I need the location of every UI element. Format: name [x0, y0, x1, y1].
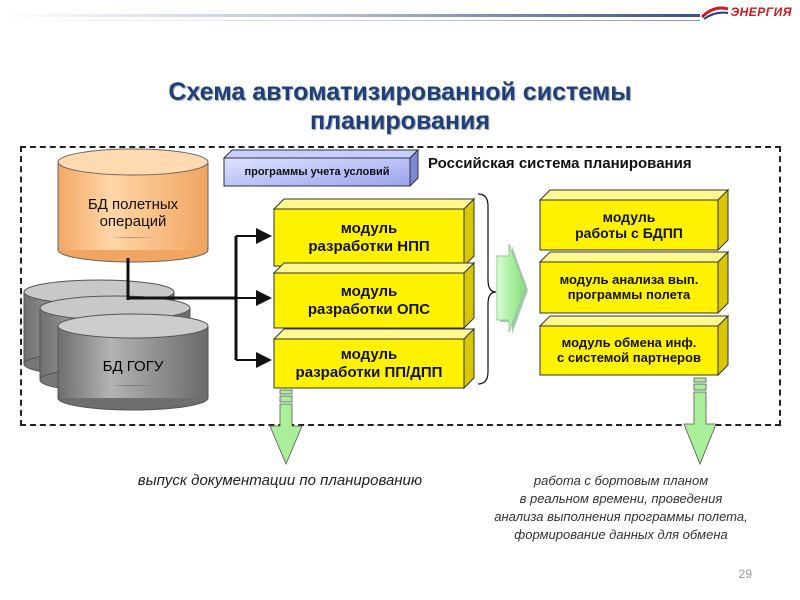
module-ops-line-2: разработки ОПС — [307, 300, 431, 318]
caption-right-line-4: формирование данных для обмена — [514, 527, 728, 542]
logo-text: ЭНЕРГИЯ — [730, 5, 792, 19]
green-arrow-right — [496, 243, 528, 334]
module-box-bdpp — [538, 188, 730, 252]
russian-system-title: Российская система планирования — [428, 155, 692, 173]
module-box-analysis — [538, 250, 730, 315]
module-npp-line-1: модуль — [340, 220, 398, 238]
page-title: Схема автоматизированной системы планиро… — [60, 78, 740, 136]
down-arrow-left — [269, 389, 303, 466]
module-analysis-line-1: модуль анализа вып. — [559, 271, 699, 287]
caption-right-line-2: в реальном времени, проведения — [519, 491, 723, 506]
db-gogu-cylinders — [23, 279, 209, 411]
module-box-ops — [272, 261, 476, 330]
caption-right-line-3: анализа выполнения программы полета, — [494, 509, 748, 524]
module-box-exchange — [538, 314, 730, 377]
module-npp-label: модуль разработки НПП — [274, 209, 464, 266]
module-bdpp-label: модуль работы с БДПП — [540, 200, 718, 250]
module-bdpp-line-1: модуль — [602, 208, 656, 225]
db-flight-ops-line-2: операций — [99, 213, 167, 230]
module-box-pp-dpp — [272, 327, 476, 390]
caption-right: работа с бортовым планом в реальном врем… — [456, 472, 786, 544]
module-analysis-line-2: программы полета — [567, 286, 691, 302]
caption-left: выпуск документации по планированию — [137, 472, 423, 489]
page-number: 29 — [738, 567, 752, 581]
programs-box — [222, 148, 420, 188]
programs-label: программы учета условий — [244, 165, 390, 178]
connector-arrows — [236, 228, 272, 368]
logo-swoosh-icon — [701, 6, 729, 20]
module-pp-dpp-line-1: модуль — [340, 346, 398, 364]
module-exchange-line-2: с системой партнеров — [557, 349, 701, 365]
module-analysis-label: модуль анализа вып. программы полета — [540, 262, 718, 313]
system-frame — [20, 146, 781, 426]
title-line-1: Схема автоматизированной системы — [168, 78, 632, 106]
db-flight-ops-cylinder — [57, 148, 209, 263]
module-bdpp-line-2: работы с БДПП — [575, 225, 683, 241]
right-modules-boxes — [538, 188, 730, 377]
module-ops-line-1: модуль — [340, 283, 398, 301]
module-exchange-label: модуль обмена инф. с системой партнеров — [536, 326, 722, 375]
left-modules-boxes — [272, 197, 476, 390]
module-exchange-line-1: модуль обмена инф. — [561, 334, 697, 350]
module-box-npp — [272, 197, 476, 268]
db-flight-ops-label: БД полетных операций — [62, 188, 204, 238]
energia-logo: ЭНЕРГИЯ — [700, 2, 792, 22]
top-banner — [0, 14, 700, 21]
down-arrow-right — [683, 377, 717, 466]
module-npp-line-2: разработки НПП — [308, 237, 430, 255]
module-pp-dpp-line-2: разработки ПП/ДПП — [295, 363, 443, 381]
grouping-brace — [477, 193, 497, 385]
db-gogu-label: БД ГОГУ — [102, 358, 164, 376]
title-line-2: планирования — [310, 107, 490, 135]
module-pp-dpp-label: модуль разработки ПП/ДПП — [274, 339, 464, 388]
caption-right-line-1: работа с бортовым планом — [533, 473, 709, 488]
db-gogu-cylinder-front — [57, 313, 209, 411]
db-flight-ops-line-1: БД полетных — [87, 195, 179, 213]
module-ops-label: модуль разработки ОПС — [274, 273, 464, 328]
